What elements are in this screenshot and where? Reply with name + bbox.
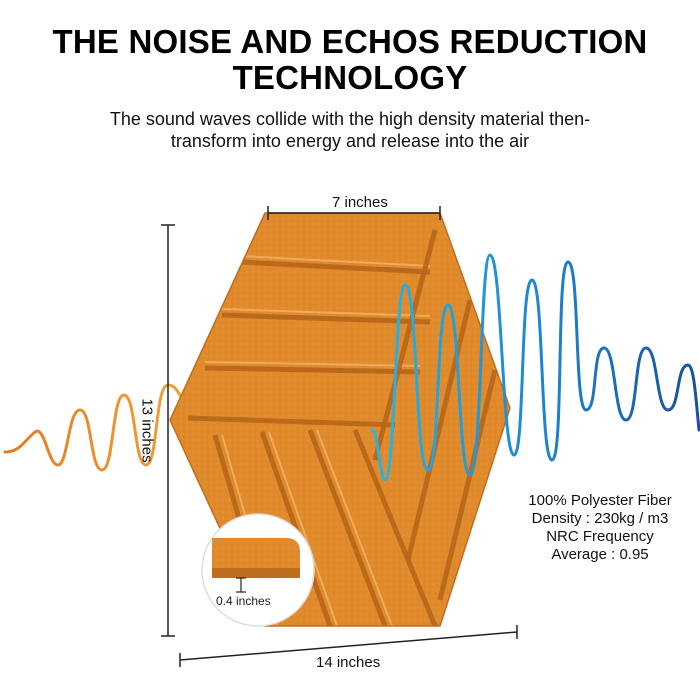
- spec-nrc-value: Average : 0.95: [551, 546, 649, 563]
- diagonal-label: 14 inches: [316, 654, 381, 671]
- headline: THE NOISE AND ECHOS REDUCTION TECHNOLOGY: [0, 24, 700, 96]
- width-dimension: [267, 206, 441, 220]
- thickness-detail: [201, 513, 315, 627]
- diagonal-dimension: [179, 625, 518, 667]
- thickness-label: 0.4 inches: [216, 594, 271, 608]
- headline-line-2: TECHNOLOGY: [232, 59, 468, 96]
- height-dimension: [161, 224, 175, 637]
- specs-block: 100% Polyester Fiber Density : 230kg / m…: [505, 492, 695, 564]
- spec-material: 100% Polyester Fiber: [528, 492, 672, 509]
- spec-density: Density : 230kg / m3: [531, 510, 669, 527]
- width-label: 7 inches: [332, 194, 388, 211]
- headline-line-1: THE NOISE AND ECHOS REDUCTION: [52, 23, 648, 60]
- subtitle: The sound waves collide with the high de…: [0, 108, 700, 152]
- height-label: 13 inches: [138, 398, 156, 463]
- subtitle-line-2: transform into energy and release into t…: [170, 131, 530, 151]
- incoming-sound-wave: [3, 383, 190, 472]
- outgoing-sound-wave: [370, 253, 700, 482]
- subtitle-line-1: The sound waves collide with the high de…: [109, 109, 591, 129]
- spec-nrc-title: NRC Frequency: [546, 528, 654, 545]
